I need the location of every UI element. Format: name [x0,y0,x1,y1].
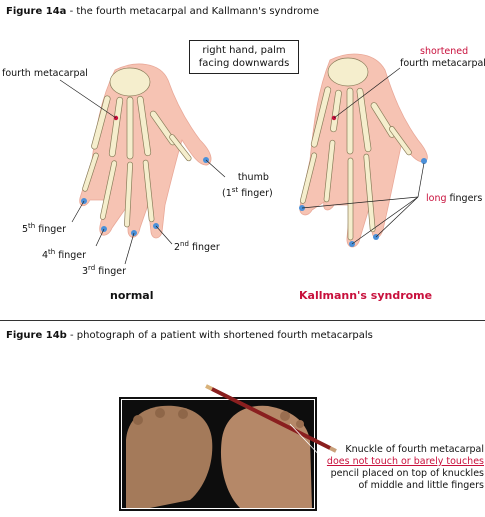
label-fingers: fingers [446,193,483,204]
photo-leader-line [289,423,325,461]
fourth-sup: th [48,248,56,256]
orientation-note: right hand, palm facing downwards [189,40,299,74]
photo-annotation: Knuckle of fourth metacarpal does not to… [322,444,484,492]
figure-14a-title: Figure 14a - the fourth metacarpal and K… [6,6,319,17]
fourth-num: 4 [42,250,49,262]
label-shortened: shortened [420,46,469,57]
caption-kallmann: Kallmann's syndrome [299,289,433,302]
label-second-finger: 2nd finger [174,238,220,254]
fifth-sup: th [28,222,36,230]
pencil [205,384,337,453]
annotation-line1: Knuckle of fourth metacarpal [345,444,484,455]
figure-14a-description: - the fourth metacarpal and Kallmann's s… [66,6,320,17]
normal-hand-bones [82,67,192,228]
kallmann-hand-illustration [299,53,428,248]
third-num: 3 [82,266,89,278]
label-long: long [426,193,447,204]
label-fourth-finger: 4th finger [42,246,86,262]
figure-14b-number: Figure 14b [6,330,67,341]
annotation-line3: pencil placed on top of knuckles [330,468,484,479]
section-divider [0,320,485,321]
third-word: finger [95,266,127,278]
label-thumb-ordinal: (1st finger) [222,184,273,200]
caption-normal: normal [110,289,154,302]
label-thumb: thumb (1st finger) [222,172,273,200]
fifth-word: finger [35,224,67,236]
second-word: finger [188,242,220,254]
annotation-line4: of middle and little fingers [358,480,485,491]
label-thumb-word: thumb [237,172,269,183]
second-num: 2 [174,242,181,254]
figure-14b-title: Figure 14b - photograph of a patient wit… [6,330,373,341]
label-fourth-metacarpal: fourth metacarpal [2,68,88,79]
figure-14b-description: - photograph of a patient with shortened… [66,330,373,341]
kallmann-leader-lines [301,67,425,245]
second-sup: nd [180,240,189,248]
label-right-fourth-metacarpal: fourth metacarpal [400,58,485,69]
thumb-ordinal-sup: st [231,186,239,194]
fifth-num: 5 [22,224,29,236]
normal-hand-illustration [59,63,226,265]
third-sup: rd [88,264,96,272]
label-third-finger: 3rd finger [82,262,126,278]
label-long-fingers: long fingers [426,193,482,205]
kallmann-hand-skin [299,53,428,248]
patient-photo [119,384,337,511]
thumb-ordinal-close: finger) [238,188,273,200]
normal-leader-lines [59,79,226,265]
right-fist [220,405,312,508]
fourth-word: finger [55,250,87,262]
orientation-note-line1: right hand, palm [202,45,286,56]
figure-14a-number: Figure 14a [6,6,67,17]
left-fist [126,405,213,508]
thumb-ordinal-open: (1 [222,188,232,200]
orientation-note-line2: facing downwards [198,58,290,69]
label-fifth-finger: 5th finger [22,220,66,236]
annotation-line2: does not touch or barely touches [326,456,484,467]
